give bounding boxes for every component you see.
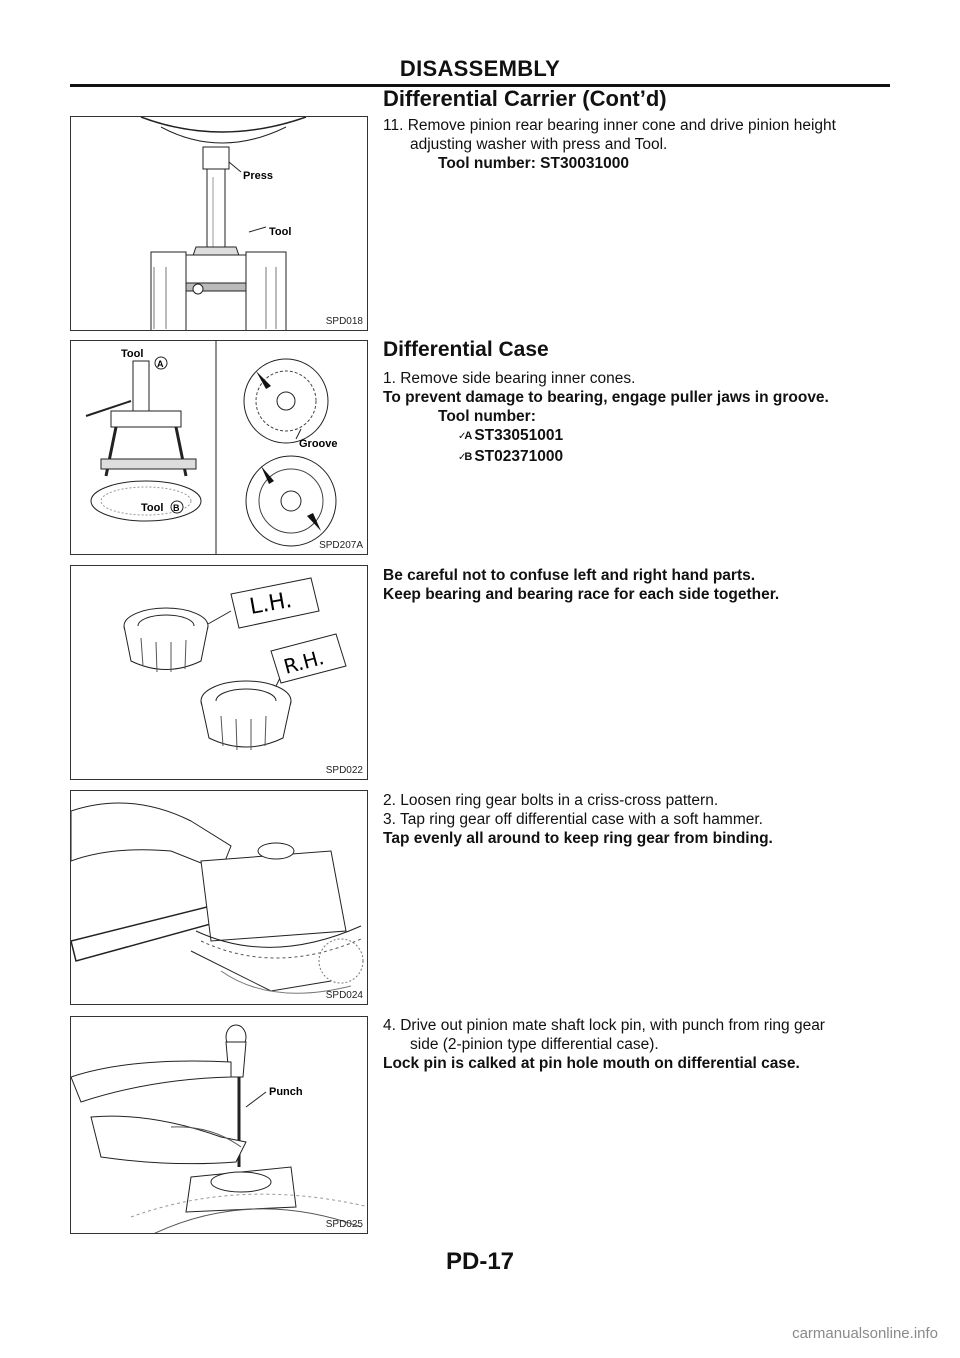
tool-b-row: B ST02371000	[383, 447, 893, 468]
caution-line-2: Keep bearing and bearing race for each s…	[383, 586, 780, 603]
step-3-text: 3. Tap ring gear off differential case w…	[383, 811, 763, 828]
step-4-note: Lock pin is calked at pin hole mouth on …	[383, 1055, 800, 1072]
step-3-note: Tap evenly all around to keep ring gear …	[383, 830, 773, 847]
step-11-cont: adjusting washer with press and Tool.	[410, 136, 668, 153]
page-subtitle: Differential Carrier (Cont’d)	[383, 86, 667, 111]
label-punch: Punch	[269, 1086, 303, 1098]
tool-a-number: ST33051001	[474, 427, 564, 444]
page-title: DISASSEMBLY	[399, 56, 561, 81]
tool-a-row: A ST33051001	[383, 426, 893, 447]
steps-2-3: 2. Loosen ring gear bolts in a criss-cro…	[383, 791, 893, 848]
page-number: PD-17	[445, 1248, 515, 1275]
step-1-tool-label: Tool number:	[438, 408, 536, 425]
step-2-text: 2. Loosen ring gear bolts in a criss-cro…	[383, 792, 719, 809]
figure-code: SPD207A	[319, 540, 363, 551]
tool-marker-b: B	[458, 448, 472, 467]
puller-illustration: Tool A Tool B Groove	[85, 341, 338, 554]
label-groove: Groove	[299, 438, 338, 450]
marker-a: A	[157, 359, 164, 369]
header-rule	[70, 84, 890, 87]
figure-code: SPD018	[325, 316, 363, 327]
step-1-text: 1. Remove side bearing inner cones.	[383, 370, 636, 387]
figure-code: SPD022	[325, 765, 363, 776]
hammer-illustration	[71, 802, 364, 994]
label-tool-b: Tool	[141, 502, 163, 514]
punch-illustration: Punch	[71, 1024, 367, 1233]
caution-note: Be careful not to confuse left and right…	[383, 566, 893, 604]
figure-press-tool: Press Tool SPD018	[70, 116, 368, 331]
section-title: Differential Case	[383, 338, 549, 361]
label-press: Press	[243, 170, 273, 182]
marker-b: B	[173, 503, 180, 513]
step-11: 11. Remove pinion rear bearing inner con…	[383, 116, 893, 173]
figure-puller: Tool A Tool B Groove SPD207A	[70, 340, 368, 555]
step-4-text: 4. Drive out pinion mate shaft lock pin,…	[383, 1017, 825, 1034]
step-11-tool: Tool number: ST30031000	[438, 155, 629, 172]
step-11-text: 11. Remove pinion rear bearing inner con…	[383, 117, 836, 134]
figure-punch: Punch SPD025	[70, 1016, 368, 1234]
figure-code: SPD024	[325, 990, 363, 1001]
tool-b-number: ST02371000	[474, 448, 564, 465]
step-4-cont: side (2-pinion type differential case).	[410, 1036, 659, 1053]
footer-watermark-url[interactable]: carmanualsonline.info	[792, 1325, 938, 1342]
step-1-warning: To prevent damage to bearing, engage pul…	[383, 389, 829, 406]
figure-hammer-ring-gear: SPD024	[70, 790, 368, 1005]
press-tool-illustration: Press Tool	[140, 117, 307, 330]
differential-case-step-1: 1. Remove side bearing inner cones. To p…	[383, 369, 893, 468]
figure-code: SPD025	[325, 1219, 363, 1230]
bearings-illustration: L.H. R.H.	[123, 577, 347, 751]
caution-line-1: Be careful not to confuse left and right…	[383, 567, 756, 584]
figure-bearings: L.H. R.H. SPD022	[70, 565, 368, 780]
label-tool: Tool	[269, 226, 291, 238]
step-4: 4. Drive out pinion mate shaft lock pin,…	[383, 1016, 893, 1073]
tool-marker-a: A	[458, 427, 472, 446]
label-tool-a: Tool	[121, 348, 143, 360]
